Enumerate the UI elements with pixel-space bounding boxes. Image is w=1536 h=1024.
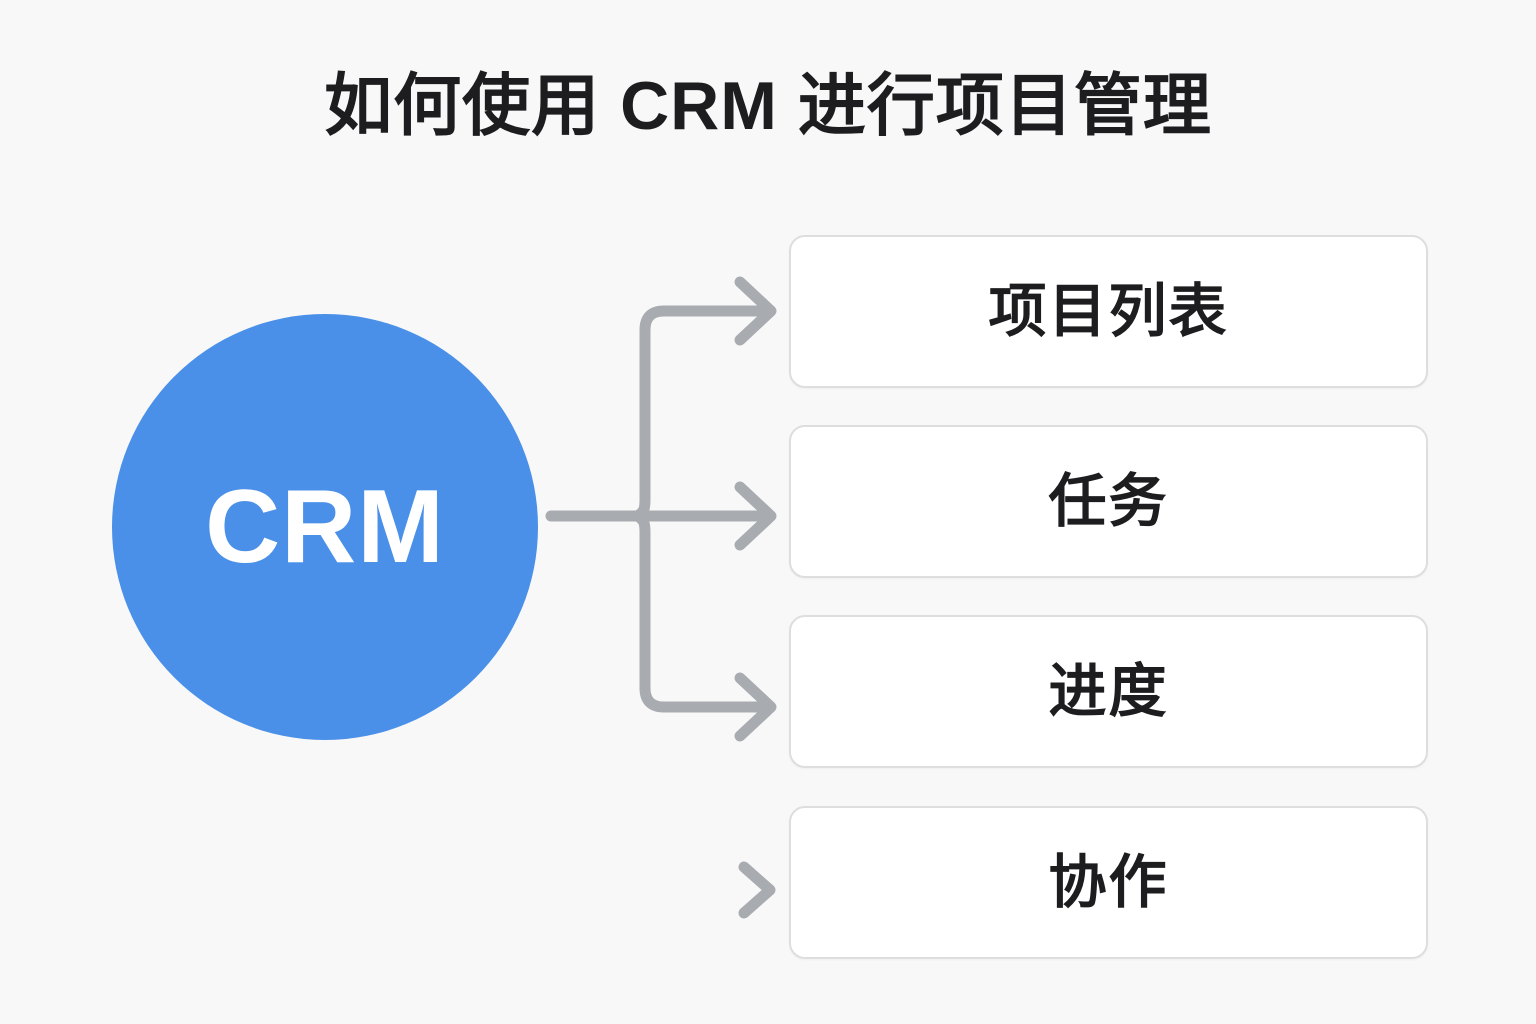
- arrow-head-3: [738, 861, 776, 919]
- node-label: 协作: [1048, 849, 1169, 915]
- page-title: 如何使用 CRM 进行项目管理: [324, 68, 1212, 144]
- hub-node-crm[interactable]: CRM: [112, 314, 538, 740]
- hub-label: CRM: [205, 469, 445, 585]
- node-label: 进度: [1048, 658, 1169, 724]
- node-label: 项目列表: [988, 278, 1229, 344]
- arrow-head-2: [734, 672, 777, 742]
- arrow-head-1: [734, 481, 777, 551]
- node-box-project-list[interactable]: 项目列表: [789, 235, 1428, 388]
- node-box-tasks[interactable]: 任务: [789, 425, 1428, 578]
- arrow-head-0: [734, 276, 777, 346]
- node-label: 任务: [1048, 468, 1169, 534]
- node-box-collaboration[interactable]: 协作: [789, 806, 1428, 959]
- connector-branch-0: [631, 305, 774, 522]
- node-box-progress[interactable]: 进度: [789, 615, 1428, 768]
- connector-branch-2: [631, 510, 774, 713]
